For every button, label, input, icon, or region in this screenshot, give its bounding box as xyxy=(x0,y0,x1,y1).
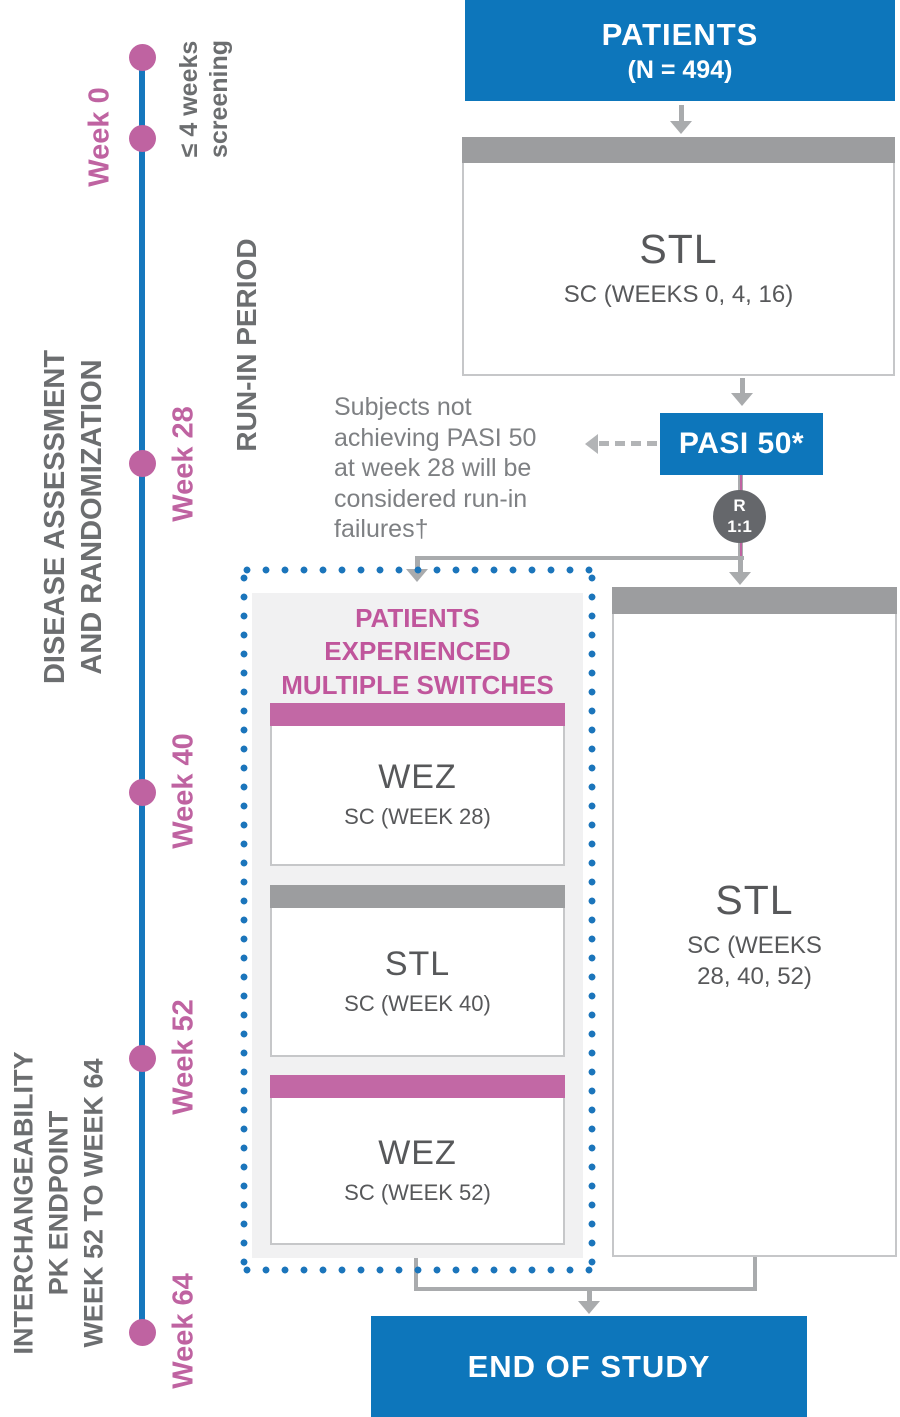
panel-exit-line xyxy=(414,1258,418,1291)
box-body: STL SC (WEEKS 28, 40, 52) xyxy=(612,614,897,1257)
drug-schedule: SC (WEEKS 0, 4, 16) xyxy=(563,281,794,309)
week-40-label: Week 40 xyxy=(167,733,200,849)
box-body: WEZ SC (WEEK 28) xyxy=(270,726,565,866)
label-line: AND RANDOMIZATION xyxy=(76,359,108,675)
dashed-line xyxy=(599,441,657,446)
screening-period-label: ≤ 4 weeks screening xyxy=(174,40,234,158)
randomization-ratio: 1:1 xyxy=(727,516,752,536)
box-header xyxy=(612,587,897,614)
end-of-study-box: END OF STUDY xyxy=(371,1316,807,1417)
arrow-stem xyxy=(679,105,684,122)
week-64-label: Week 64 xyxy=(167,1273,200,1389)
randomization-badge: R 1:1 xyxy=(713,490,766,543)
title-line: PATIENTS xyxy=(355,603,480,633)
box-body: STL SC (WEEKS 0, 4, 16) xyxy=(462,163,895,376)
randomization-r: R xyxy=(733,496,746,516)
arrow-head xyxy=(731,393,753,406)
title-line: MULTIPLE SWITCHES xyxy=(281,669,554,700)
week-28-label: Week 28 xyxy=(167,406,200,522)
box-header xyxy=(270,703,565,726)
arrow-head xyxy=(585,434,598,454)
pasi-50-box: PASI 50* xyxy=(660,413,823,475)
drug-schedule: SC (WEEK 40) xyxy=(344,990,491,1016)
timeline-dot-week28 xyxy=(129,450,156,477)
timeline-dot-week64 xyxy=(129,1319,156,1346)
patients-title: PATIENTS xyxy=(601,16,759,52)
disease-assessment-label: DISEASE ASSESSMENT AND RANDOMIZATION xyxy=(37,350,111,684)
run-in-period-label: RUN-IN PERIOD xyxy=(231,238,262,452)
dotted-border-bottom xyxy=(240,1266,596,1274)
label-line: DISEASE ASSESSMENT xyxy=(38,349,71,685)
note-line: Subjects not xyxy=(334,393,472,421)
arrow-stem xyxy=(587,1289,592,1302)
arrow-head xyxy=(729,572,751,585)
drug-schedule: SC (WEEK 52) xyxy=(344,1179,491,1205)
end-of-study-label: END OF STUDY xyxy=(467,1348,711,1384)
drug-name: STL xyxy=(715,876,794,923)
arrow-stem xyxy=(415,556,420,570)
interchangeability-label: INTERCHANGEABILITY PK ENDPOINT WEEK 52 T… xyxy=(6,1052,111,1355)
drug-schedule: SC (WEEKS 28, 40, 52) xyxy=(687,930,822,992)
drug-schedule: SC (WEEK 28) xyxy=(344,804,491,830)
stl-runin-box: STL SC (WEEKS 0, 4, 16) xyxy=(462,137,895,376)
patients-box: PATIENTS (N = 494) xyxy=(465,0,895,101)
drug-name: STL xyxy=(384,944,451,983)
timeline-line xyxy=(139,57,145,1333)
box-body: STL SC (WEEK 40) xyxy=(270,908,565,1057)
arrow-head xyxy=(578,1301,600,1314)
note-line: failures† xyxy=(334,515,429,543)
stl-week40-box: STL SC (WEEK 40) xyxy=(270,885,565,1057)
note-line: considered run-in xyxy=(334,484,528,513)
drug-name: WEZ xyxy=(378,1133,457,1172)
label-line: PK ENDPOINT xyxy=(43,1110,74,1296)
label-line: WEEK 52 TO WEEK 64 xyxy=(78,1058,109,1348)
drug-name: STL xyxy=(639,226,718,273)
pasi-50-label: PASI 50* xyxy=(678,427,805,460)
dotted-border-top xyxy=(240,566,596,574)
note-line: at week 28 will be xyxy=(334,454,532,482)
multiple-switch-panel-title: PATIENTS EXPERIENCED MULTIPLE SWITCHES xyxy=(252,602,583,702)
timeline-dot-week40 xyxy=(129,779,156,806)
runin-failure-note: Subjects not achieving PASI 50 at week 2… xyxy=(334,392,536,545)
arrow-stem xyxy=(740,378,745,394)
split-line xyxy=(415,556,744,560)
title-line: EXPERIENCED xyxy=(324,636,511,667)
box-header xyxy=(270,1075,565,1098)
timeline-dot-screening xyxy=(129,44,156,71)
stl-arm-box: STL SC (WEEKS 28, 40, 52) xyxy=(612,587,897,1257)
label-line: ≤ 4 weeks xyxy=(175,40,203,158)
label-line: screening xyxy=(205,39,233,159)
arrow-stem xyxy=(738,556,743,574)
schedule-line: 28, 40, 52) xyxy=(697,963,812,990)
stl-arm-exit-line xyxy=(753,1257,757,1291)
merge-line xyxy=(414,1287,757,1291)
schedule-line: SC (WEEKS xyxy=(687,931,822,959)
dotted-border-right xyxy=(588,566,596,1274)
wez-week28-box: WEZ SC (WEEK 28) xyxy=(270,703,565,866)
box-header xyxy=(270,885,565,908)
drug-name: WEZ xyxy=(378,758,457,797)
box-body: WEZ SC (WEEK 52) xyxy=(270,1098,565,1245)
note-line: achieving PASI 50 xyxy=(334,423,537,452)
timeline-dot-week0 xyxy=(129,125,156,152)
label-line: INTERCHANGEABILITY xyxy=(8,1051,39,1355)
week-0-label: Week 0 xyxy=(83,87,116,187)
box-header xyxy=(462,137,895,163)
week-52-label: Week 52 xyxy=(167,999,200,1115)
timeline-dot-week52 xyxy=(129,1045,156,1072)
dotted-border-left xyxy=(240,566,248,1274)
arrow-head xyxy=(670,121,692,134)
patients-count: (N = 494) xyxy=(627,55,733,84)
wez-week52-box: WEZ SC (WEEK 52) xyxy=(270,1075,565,1245)
